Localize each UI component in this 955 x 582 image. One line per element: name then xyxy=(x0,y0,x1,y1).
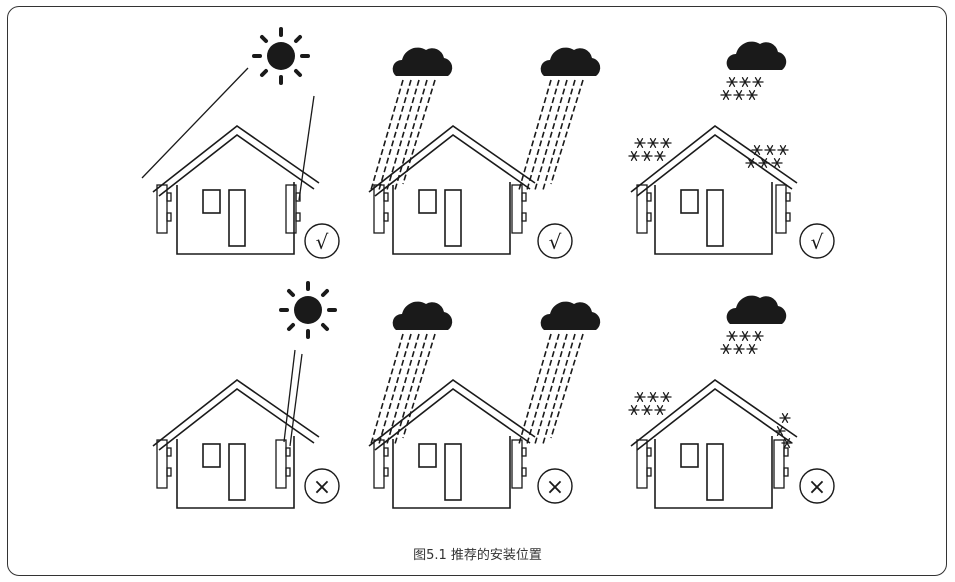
panel-rain-exposed xyxy=(368,301,601,509)
panel-snow-exposed xyxy=(629,295,798,509)
house-icon xyxy=(152,125,320,255)
house-icon xyxy=(152,379,320,509)
inverter-icon xyxy=(511,184,527,234)
verdict-circle xyxy=(304,468,340,504)
cloud-icon xyxy=(540,301,601,330)
figure-frame xyxy=(7,6,947,576)
house-icon xyxy=(630,379,798,509)
inverter-icon xyxy=(775,184,791,234)
verdict-circle xyxy=(304,223,340,259)
house-icon xyxy=(368,379,536,509)
check-mark: √ xyxy=(316,230,329,254)
inverter-icon xyxy=(373,439,389,489)
cross-mark: × xyxy=(313,475,331,500)
panel-snow-protected xyxy=(629,41,798,255)
check-mark: √ xyxy=(549,230,562,254)
panel-rain-protected xyxy=(368,47,601,255)
inverter-icon xyxy=(773,439,789,489)
verdict-circle xyxy=(537,468,573,504)
inverter-icon xyxy=(636,439,652,489)
inverter-icon xyxy=(285,184,301,234)
figure-caption: 图5.1 推荐的安装位置 xyxy=(413,548,542,563)
inverter-icon xyxy=(156,439,172,489)
inverter-icon xyxy=(511,439,527,489)
check-mark: √ xyxy=(811,230,824,254)
inverter-icon xyxy=(636,184,652,234)
cross-mark: × xyxy=(808,475,826,500)
house-icon xyxy=(368,125,536,255)
panel-sun-protected xyxy=(141,27,320,255)
cloud-icon xyxy=(392,301,453,330)
cloud-icon xyxy=(726,295,787,324)
verdict-circle xyxy=(799,223,835,259)
sun-icon xyxy=(252,27,310,85)
verdict-circle xyxy=(537,223,573,259)
cloud-icon xyxy=(540,47,601,76)
verdict-circle xyxy=(799,468,835,504)
panel-sun-exposed xyxy=(152,281,337,509)
cloud-icon xyxy=(392,47,453,76)
inverter-icon xyxy=(275,439,291,489)
cloud-icon xyxy=(726,41,787,70)
cross-mark: × xyxy=(546,475,564,500)
sun-icon xyxy=(279,281,337,339)
